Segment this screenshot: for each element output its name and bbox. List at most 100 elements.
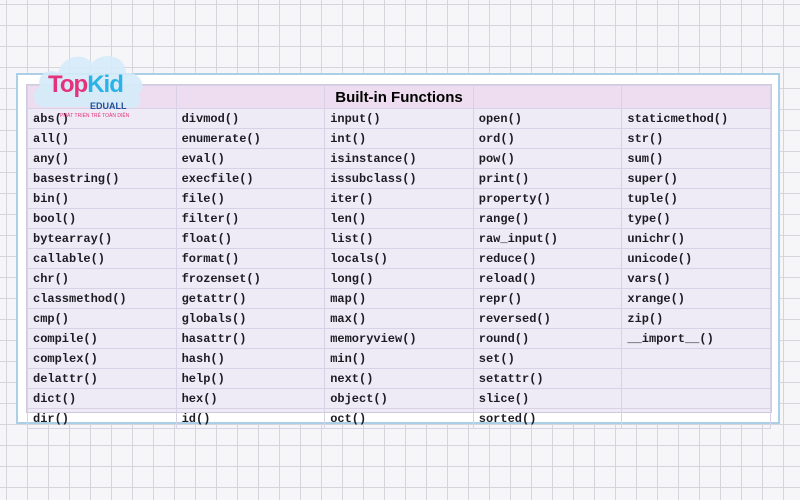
function-cell: reversed() [472, 308, 623, 329]
function-cell: ord() [472, 128, 623, 149]
function-cell: slice() [472, 388, 623, 409]
function-cell [621, 388, 771, 409]
function-cell: pow() [472, 148, 623, 169]
builtin-functions-table: Built-in Functions abs()divmod()input()o… [27, 85, 771, 429]
function-cell: float() [175, 228, 326, 249]
function-cell: getattr() [175, 288, 326, 309]
table-row: bin()file()iter()property()tuple() [27, 188, 771, 209]
function-cell: int() [324, 128, 474, 149]
function-cell: oct() [324, 408, 474, 429]
table-row: dict()hex()object()slice() [27, 388, 771, 409]
function-cell: memoryview() [324, 328, 474, 349]
function-cell: list() [324, 228, 474, 249]
table-row: callable()format()locals()reduce()unicod… [27, 248, 771, 269]
functions-table-container: Built-in Functions abs()divmod()input()o… [26, 84, 772, 429]
function-cell: reload() [472, 268, 623, 289]
topkid-logo: TopKid EDUALL PHÁT TRIỂN TRẺ TOÀN DIỆN [30, 45, 150, 125]
function-cell: next() [324, 368, 474, 389]
function-cell: bin() [27, 188, 177, 209]
function-cell: long() [324, 268, 474, 289]
function-cell: input() [324, 108, 474, 129]
function-cell: sorted() [472, 408, 623, 429]
function-cell: max() [324, 308, 474, 329]
logo-tagline: PHÁT TRIỂN TRẺ TOÀN DIỆN [60, 113, 130, 119]
table-row: bool()filter()len()range()type() [27, 208, 771, 229]
function-cell: round() [472, 328, 623, 349]
function-cell: filter() [175, 208, 326, 229]
function-cell: len() [324, 208, 474, 229]
function-cell: staticmethod() [621, 108, 771, 129]
function-cell: vars() [621, 268, 771, 289]
function-cell: divmod() [175, 108, 326, 129]
table-row: bytearray()float()list()raw_input()unich… [27, 228, 771, 249]
function-cell: range() [472, 208, 623, 229]
function-cell: xrange() [621, 288, 771, 309]
function-cell: min() [324, 348, 474, 369]
table-row: abs()divmod()input()open()staticmethod() [27, 108, 771, 129]
function-cell: delattr() [27, 368, 177, 389]
function-cell: iter() [324, 188, 474, 209]
function-cell: hash() [175, 348, 326, 369]
function-cell: complex() [27, 348, 177, 369]
function-cell: super() [621, 168, 771, 189]
function-cell [621, 348, 771, 369]
function-cell: raw_input() [472, 228, 623, 249]
function-cell: help() [175, 368, 326, 389]
function-cell: sum() [621, 148, 771, 169]
function-cell: type() [621, 208, 771, 229]
function-cell: property() [472, 188, 623, 209]
function-cell: eval() [175, 148, 326, 169]
function-cell: basestring() [27, 168, 177, 189]
function-cell: unichr() [621, 228, 771, 249]
function-cell: locals() [324, 248, 474, 269]
function-cell: cmp() [27, 308, 177, 329]
function-cell: unicode() [621, 248, 771, 269]
table-row: delattr()help()next()setattr() [27, 368, 771, 389]
function-cell: globals() [175, 308, 326, 329]
function-cell: execfile() [175, 168, 326, 189]
function-cell: id() [175, 408, 326, 429]
function-cell: dict() [27, 388, 177, 409]
function-cell: classmethod() [27, 288, 177, 309]
function-cell: map() [324, 288, 474, 309]
logo-subtitle: EDUALL [90, 101, 127, 111]
function-cell: callable() [27, 248, 177, 269]
table-row: all()enumerate()int()ord()str() [27, 128, 771, 149]
function-cell: compile() [27, 328, 177, 349]
table-row: compile()hasattr()memoryview()round()__i… [27, 328, 771, 349]
header-cell-empty [621, 85, 771, 109]
function-cell: bytearray() [27, 228, 177, 249]
table-row: basestring()execfile()issubclass()print(… [27, 168, 771, 189]
function-cell: frozenset() [175, 268, 326, 289]
function-cell [621, 368, 771, 389]
table-row: classmethod()getattr()map()repr()xrange(… [27, 288, 771, 309]
table-body: abs()divmod()input()open()staticmethod()… [27, 108, 771, 429]
function-cell: __import__() [621, 328, 771, 349]
table-frame: Built-in Functions abs()divmod()input()o… [16, 73, 780, 429]
function-cell: dir() [27, 408, 177, 429]
function-cell [621, 408, 771, 429]
function-cell: format() [175, 248, 326, 269]
function-cell: repr() [472, 288, 623, 309]
table-header-row: Built-in Functions [27, 85, 771, 109]
function-cell: str() [621, 128, 771, 149]
function-cell: all() [27, 128, 177, 149]
header-cell-empty [472, 85, 623, 109]
function-cell: reduce() [472, 248, 623, 269]
function-cell: hex() [175, 388, 326, 409]
table-title: Built-in Functions [324, 85, 474, 109]
header-cell-empty [175, 85, 326, 109]
function-cell: set() [472, 348, 623, 369]
function-cell: object() [324, 388, 474, 409]
table-row: complex()hash()min()set() [27, 348, 771, 369]
function-cell: enumerate() [175, 128, 326, 149]
logo-brand: TopKid [48, 71, 124, 98]
function-cell: chr() [27, 268, 177, 289]
table-row: cmp()globals()max()reversed()zip() [27, 308, 771, 329]
function-cell: hasattr() [175, 328, 326, 349]
function-cell: zip() [621, 308, 771, 329]
function-cell: isinstance() [324, 148, 474, 169]
function-cell: issubclass() [324, 168, 474, 189]
table-row: any()eval()isinstance()pow()sum() [27, 148, 771, 169]
function-cell: setattr() [472, 368, 623, 389]
